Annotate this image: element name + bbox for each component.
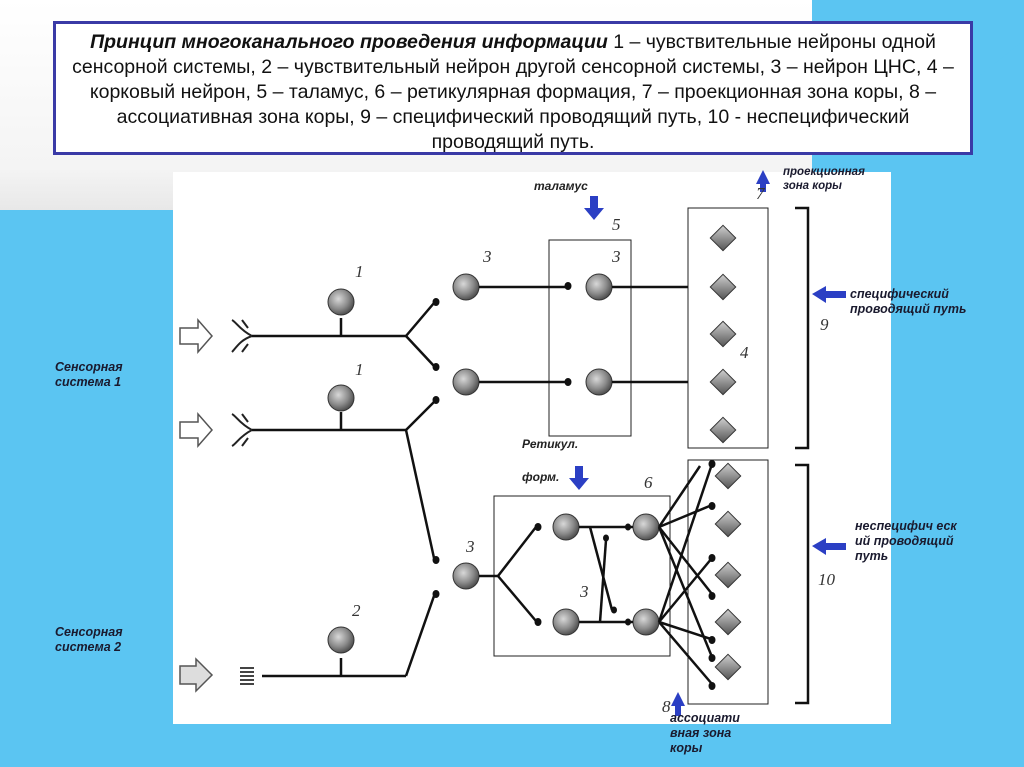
projection-zone-box	[687, 207, 769, 449]
input-arrow-3	[179, 657, 214, 693]
num-9: 9	[820, 315, 829, 334]
cortical-neurons-projection	[709, 224, 737, 444]
num-2: 2	[352, 601, 361, 620]
title-rest: 1 – чувствительные нейроны одной сенсорн…	[72, 31, 954, 153]
num-5: 5	[612, 215, 621, 234]
num-3b: 3	[611, 247, 621, 266]
num-3a: 3	[482, 247, 492, 266]
num-3c: 3	[465, 537, 475, 556]
pointer-arrows	[569, 170, 846, 716]
thalamus-box	[548, 239, 632, 437]
num-1a: 1	[355, 262, 364, 281]
num-3d: 3	[579, 582, 589, 601]
label-sensory-system-1: Сенсорная система 1	[55, 360, 123, 389]
label-nonspecific-path: неспецифич еский проводящий путь	[855, 519, 957, 563]
label-association-zone: ассоциати вная зона коры	[670, 711, 740, 755]
num-6: 6	[644, 473, 653, 492]
input-arrow-1	[179, 318, 213, 354]
label-specific-path: специфический проводящий путь	[850, 287, 967, 316]
diagram-panel	[173, 172, 891, 724]
label-reticular: Ретикул.	[522, 437, 578, 451]
num-7: 7	[756, 184, 766, 203]
num-1b: 1	[355, 360, 364, 379]
title-bold: Принцип многоканального проведения инфор…	[90, 31, 608, 53]
input-arrow-2	[179, 412, 213, 448]
label-reticular-2: форм.	[522, 470, 559, 484]
bracket-10	[795, 463, 810, 705]
association-zone-box	[687, 459, 769, 705]
label-sensory-system-2: Сенсорная система 2	[55, 625, 123, 654]
cortical-neurons-association	[714, 462, 742, 681]
num-8: 8	[662, 697, 671, 716]
num-10: 10	[818, 570, 836, 589]
label-thalamus: таламус	[534, 179, 588, 193]
num-4: 4	[740, 343, 749, 362]
label-projection-zone: проекционная зона коры	[783, 166, 865, 192]
bracket-9	[795, 206, 810, 450]
title-box: Принцип многоканального проведения инфор…	[53, 21, 973, 155]
